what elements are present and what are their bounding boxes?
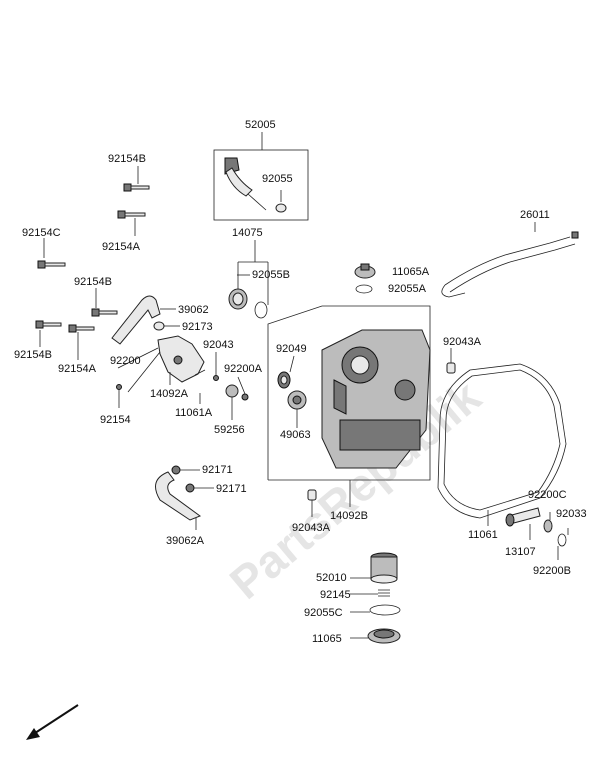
label-92145: 92145: [320, 589, 351, 601]
leader-lines: [237, 274, 378, 639]
dowel-pin-92043a-right: [446, 348, 456, 374]
label-39062a: 39062A: [166, 535, 205, 547]
label-39062: 39062: [178, 304, 209, 316]
label-92055b: 92055B: [252, 269, 290, 281]
label-92154b-top: 92154B: [108, 153, 146, 165]
label-92200: 92200: [110, 355, 141, 367]
label-92043a-bottom: 92043A: [292, 522, 331, 534]
bolt-92154a-top: [117, 210, 146, 236]
direction-arrow-icon: [26, 704, 79, 740]
water-pipe-39062: [111, 295, 180, 345]
label-92200a: 92200A: [224, 363, 263, 375]
label-26011: 26011: [520, 209, 550, 221]
label-92033: 92033: [556, 508, 587, 520]
spring-92145: [378, 589, 390, 597]
label-92154: 92154: [100, 414, 131, 426]
label-92055c: 92055C: [304, 607, 343, 619]
hose-39062a: [155, 465, 214, 530]
label-92154a-left: 92154A: [58, 363, 97, 375]
cover-14092a: [116, 335, 219, 408]
label-92154a-top: 92154A: [102, 241, 141, 253]
oil-filler-cap-assembly: [213, 132, 309, 221]
label-92154c: 92154C: [22, 227, 61, 239]
part-labels: 52005 92055 92154B 92154A 92154C 92154B …: [14, 119, 587, 645]
label-92200c: 92200C: [528, 489, 567, 501]
label-52010: 52010: [316, 572, 347, 584]
label-52005: 52005: [245, 119, 276, 131]
label-92171-top: 92171: [202, 464, 233, 476]
label-92055: 92055: [262, 173, 293, 185]
plug-14075: [228, 240, 269, 319]
oil-filter-52010: [370, 552, 398, 584]
bolt-92154b-left: [35, 320, 62, 347]
label-11065: 11065: [312, 633, 342, 645]
label-14092b: 14092B: [330, 510, 368, 522]
label-11061a: 11061A: [175, 407, 213, 419]
impeller-59256: [225, 376, 249, 420]
label-13107: 13107: [505, 546, 536, 558]
bolt-92154b-top: [123, 166, 150, 192]
label-49063: 49063: [280, 429, 311, 441]
label-92173: 92173: [182, 321, 213, 333]
filter-cap-11065: [367, 628, 401, 644]
label-92171-bottom: 92171: [216, 483, 247, 495]
label-11065a: 11065A: [392, 266, 430, 278]
label-92200b: 92200B: [533, 565, 571, 577]
label-14075: 14075: [232, 227, 263, 239]
oring-92055c: [369, 604, 401, 616]
cable-26011: [441, 222, 579, 298]
label-92154b-left: 92154B: [14, 349, 52, 361]
bolt-92154b-mid: [91, 288, 118, 317]
label-14092a: 14092A: [150, 388, 189, 400]
pump-49063: [287, 390, 307, 428]
shaft-13107: [505, 507, 569, 560]
plug-11065a: [354, 263, 376, 294]
label-92043a-right: 92043A: [443, 336, 482, 348]
gasket-11061: [437, 363, 567, 526]
label-92154b-mid: 92154B: [74, 276, 112, 288]
label-92055a: 92055A: [388, 283, 427, 295]
label-92049: 92049: [276, 343, 307, 355]
label-11061: 11061: [468, 529, 498, 541]
label-59256: 59256: [214, 424, 245, 436]
crankcase-cover-assembly: [267, 305, 431, 507]
dowel-pin-92043a-bottom: [307, 489, 317, 517]
bolt-92154a-left: [68, 324, 95, 360]
bolt-92154c: [37, 238, 66, 269]
oil-seal-92049: [277, 355, 295, 389]
label-92043: 92043: [203, 339, 234, 351]
